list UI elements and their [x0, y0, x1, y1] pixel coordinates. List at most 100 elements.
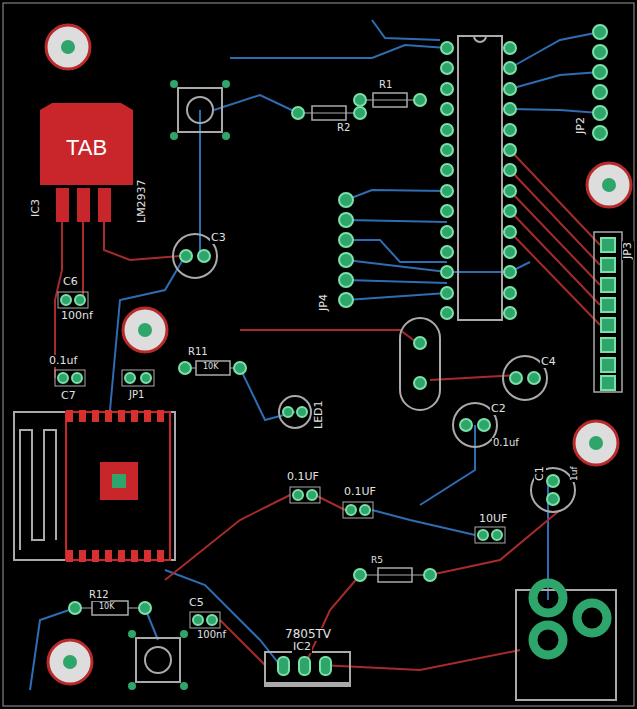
silkscreen-label: R2: [336, 123, 351, 134]
silkscreen-label: C6: [62, 276, 79, 288]
module-pads: [66, 410, 164, 562]
resistor-symbol: [196, 361, 230, 375]
trace: [510, 191, 600, 285]
pad: [141, 373, 151, 383]
pad: [354, 569, 366, 581]
pin-pad: [504, 226, 516, 238]
pin-pad: [441, 205, 453, 217]
smd-pad: [92, 550, 99, 562]
mounting-hole: [48, 640, 92, 684]
ic-pins: [441, 42, 516, 319]
pin-pad: [441, 185, 453, 197]
pad: [61, 295, 71, 305]
pin-pad: [504, 205, 516, 217]
silkscreen-label: JP3: [622, 241, 634, 260]
silkscreen-label: JP4: [318, 293, 330, 312]
trace: [165, 570, 280, 665]
trace: [346, 240, 447, 262]
pad: [72, 373, 82, 383]
tab-label: TAB: [66, 135, 107, 161]
silkscreen-label: JP1: [128, 390, 145, 401]
pin-pad: [441, 164, 453, 176]
trace: [420, 425, 475, 505]
led-outline: [279, 396, 311, 428]
pin-pad: [441, 246, 453, 258]
header-pad: [601, 238, 615, 252]
header-pad: [593, 45, 607, 59]
via: [112, 474, 126, 488]
pad: [193, 615, 203, 625]
pad: [234, 362, 246, 374]
regulator-tab-line: [265, 682, 350, 686]
mounting-hole: [574, 421, 618, 465]
pad: [360, 505, 370, 515]
hole-pad: [61, 40, 75, 54]
antenna: [20, 430, 56, 550]
pad: [69, 602, 81, 614]
pin-pad: [504, 246, 516, 258]
pad: [354, 107, 366, 119]
silkscreen-label: 1uf: [570, 465, 579, 482]
module-outline: [14, 412, 175, 560]
pad: [320, 657, 331, 675]
pad: [346, 505, 356, 515]
pad: [179, 362, 191, 374]
crystal-pad: [414, 337, 426, 349]
smd-pad: [105, 550, 112, 562]
resistor-lead: [298, 113, 360, 114]
silkscreen-label: R12: [88, 590, 110, 601]
trace: [104, 222, 180, 260]
trace: [346, 190, 447, 200]
jack-pad: [533, 583, 563, 613]
silkscreen-label: R11: [187, 347, 209, 358]
pin-pad: [441, 226, 453, 238]
pad: [460, 419, 472, 431]
pad: [547, 475, 559, 487]
mounting-hole: [123, 308, 167, 352]
resistor-lead: [360, 100, 420, 101]
silkscreen-label: IC2: [292, 641, 312, 653]
pad: [128, 682, 136, 690]
trace: [346, 280, 447, 283]
pad: [278, 657, 289, 675]
ic-notch: [474, 36, 486, 42]
round-parts: [173, 234, 575, 512]
pad: [307, 490, 317, 500]
smd-pad: [144, 410, 151, 422]
header-pad: [339, 213, 353, 227]
pin-pad: [441, 103, 453, 115]
trace: [214, 95, 298, 113]
pin-pad: [441, 42, 453, 54]
pad: [478, 530, 488, 540]
pin-pad: [441, 83, 453, 95]
trace: [240, 330, 420, 345]
header-pad: [601, 258, 615, 272]
pad: [198, 250, 210, 262]
smd-pad: [92, 410, 99, 422]
trace: [220, 620, 265, 665]
header-pad: [601, 376, 615, 390]
silkscreen-label: IC3: [30, 198, 42, 218]
pad: [170, 80, 178, 88]
regulator-tab: TAB: [40, 110, 133, 185]
pad: [414, 94, 426, 106]
smd-pad: [66, 550, 73, 562]
button-outline: [178, 88, 222, 132]
trace: [372, 510, 475, 535]
header-pad: [601, 278, 615, 292]
pad: [292, 107, 304, 119]
hole-pad: [602, 178, 616, 192]
smd-pad: [77, 188, 90, 222]
trace: [110, 256, 185, 410]
headers: [339, 25, 607, 307]
trace: [372, 20, 440, 40]
silkscreen-label: 10UF: [478, 513, 508, 525]
pad: [492, 530, 502, 540]
smd-pad: [98, 188, 111, 222]
silkscreen-label: R5: [370, 556, 384, 565]
hole-pad: [138, 323, 152, 337]
pin-pad: [441, 266, 453, 278]
trace: [346, 220, 447, 222]
pin-pad: [504, 164, 516, 176]
